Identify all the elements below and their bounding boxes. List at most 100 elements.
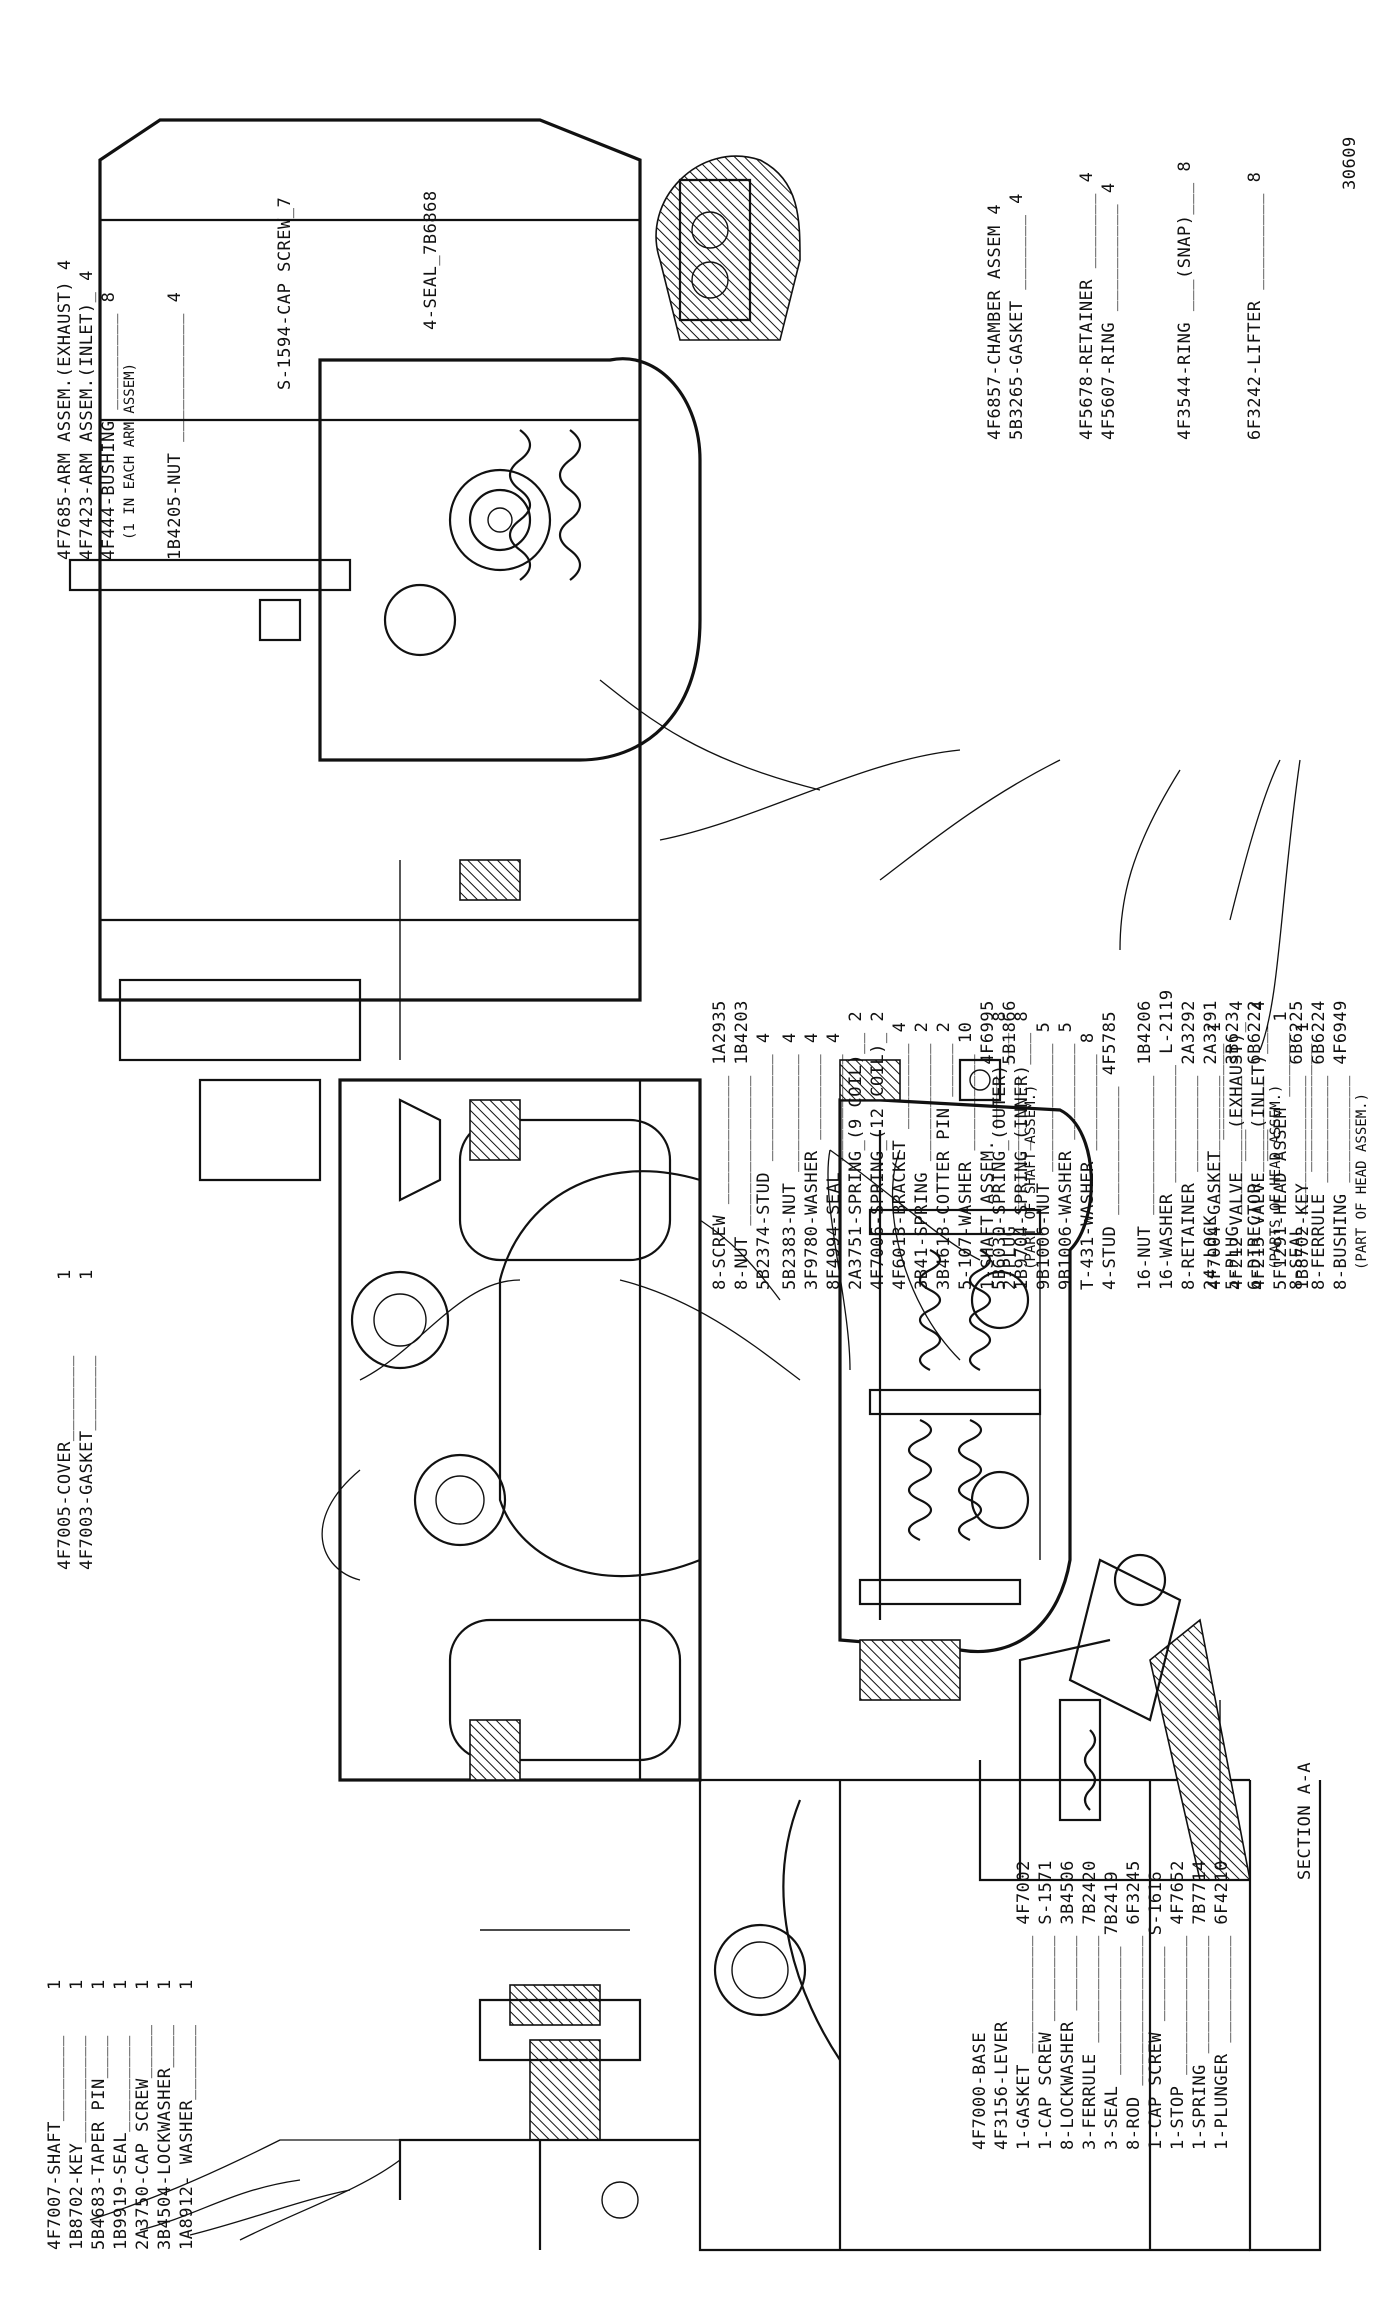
label-director-6b6222: 6-DIRECTOR _________ 6B6222 xyxy=(1245,1000,1265,1290)
leader-lines xyxy=(89,679,1301,2241)
label-cap-screw-s1594: S-1594-CAP SCREW_7 xyxy=(275,197,295,390)
label-cap-screw-s1616: 1-CAP SCREW _______ S-1616 xyxy=(1146,1871,1166,2150)
label-cap-screw: 2A3750-CAP SCREW_____ xyxy=(133,2024,153,2250)
figure-number: 30609 xyxy=(1340,136,1360,190)
label-plunger-6f4210: 1-PLUNGER __________ 6F4210 xyxy=(1212,1860,1232,2150)
group-right-bottom-labels: 4F6857-CHAMBER ASSEM 4 5B3265-GASKET ___… xyxy=(985,161,1265,440)
label-washer-t431: T-431-WASHER _________ 8 xyxy=(1078,1032,1098,1290)
label-nut-1b4203: 8-NUT ______________ 1B4203 xyxy=(732,1000,752,1290)
label-washer-3f9780: 3F9780-WASHER ________ 4 xyxy=(802,1032,822,1290)
count-cap-screw: 1 xyxy=(133,1979,153,1990)
label-rod-6f3245: 8-ROD ______________ 6F3245 xyxy=(1124,1860,1144,2150)
label-bushing-4f444: 4F444-BUSHING _________ 8 xyxy=(99,292,119,560)
note-one-each-arm-assem: (1 IN EACH ARM ASSEM) xyxy=(122,363,138,540)
label-spring-2a3751: 2A3751-SPRING_(9 COIL)__ 2 xyxy=(846,1011,866,1290)
label-cotter-pin-3b4618: 3B4618-COTTER PIN _____ 2 xyxy=(934,1022,954,1290)
label-plug-3b623: 5-PLUG _____________ 3B623 xyxy=(1223,1011,1243,1290)
note-part-of-shaft-assem: (PART OF SHAFT ASSEM.) xyxy=(1023,1085,1039,1270)
label-shaft-assem-4f6995: 1-SHAFT ASSEM. _____ 4F6995 xyxy=(978,1000,998,1290)
label-seal-7b6868: 4-SEAL_7B6868 xyxy=(421,190,441,330)
group-top-left-labels: 4F7007-SHAFT________ 1B8702-KEY_________… xyxy=(45,1979,197,2250)
right-lifter-assembly xyxy=(68,118,801,1202)
group-center-b-labels: 5B2383-NUT ___________ 4 3F9780-WASHER _… xyxy=(780,1000,1039,1290)
label-nut-5b2383: 5B2383-NUT ___________ 4 xyxy=(780,1032,800,1290)
label-gasket-5b3265: 5B3265-GASKET _______ 4 xyxy=(1007,193,1027,440)
label-layer: 4F7007-SHAFT________ 1B8702-KEY_________… xyxy=(45,136,1370,2250)
group-right-top-labels: 4F7685-ARM ASSEM.(EXHAUST) 4 4F7423-ARM … xyxy=(55,259,185,560)
label-gasket-4f7002: 1-GASKET ___________ 4F7002 xyxy=(1014,1860,1034,2150)
label-seal-8f4994: 8F4994-SEAL __________ 4 xyxy=(824,1032,844,1290)
label-stud-4f5785: 4-STUD ____________ 4F5785 xyxy=(1100,1011,1120,1290)
label-nut-1b4205: 1B4205-NUT ____________ 4 xyxy=(165,292,185,560)
label-spring-7b7714: 1-SPRING ___________ 7B7714 xyxy=(1190,1860,1210,2150)
label-bracket-4f6013: 4F6013-BRACKET ________ 4 xyxy=(890,1022,910,1290)
label-seal-7b2419: 3-SEAL ____________ 7B2419 xyxy=(1102,1871,1122,2150)
group-cover-labels: 4F7005-COVER________ 4F7003-GASKET______… xyxy=(55,1269,97,1570)
section-a-a-title: SECTION A-A xyxy=(1295,1762,1315,1880)
label-bushing-4f6949: 8-BUSHING __________ 4F6949 xyxy=(1331,1000,1351,1290)
label-lifter-6f3242: 6F3242-LIFTER _________ 8 xyxy=(1245,172,1265,440)
group-center-c-labels: 5B6030-SPRING_(OUTER)___ 8 1B9704-SPRING… xyxy=(990,1011,1120,1290)
valve-spring xyxy=(907,1249,992,1542)
label-key: 1B8702-KEY__________ xyxy=(67,2035,87,2250)
label-stop-4f7652: 1-STOP _____________ 4F7652 xyxy=(1168,1860,1188,2150)
label-seal-6b6225: 8-SEAL _____________ 6B6225 xyxy=(1287,1000,1307,1290)
label-head-assem-5f1291: 5F1291-HEAD ASSEM ______ 1 xyxy=(1271,1011,1291,1290)
label-gasket: 4F7003-GASKET_______ xyxy=(77,1355,97,1570)
label-nut-1b4206: 16-NUT _____________ 1B4206 xyxy=(1135,1000,1155,1290)
label-lockwasher-3b4506: 8-LOCKWASHER _______ 3B4506 xyxy=(1058,1860,1078,2150)
label-chamber-assem-4f6857: 4F6857-CHAMBER ASSEM 4 xyxy=(985,204,1005,440)
label-arm-assem-exhaust: 4F7685-ARM ASSEM.(EXHAUST) 4 xyxy=(55,259,75,560)
label-stud-5b2374: 5B2374-STUD __________ 4 xyxy=(754,1032,774,1290)
count-lockwasher: 1 xyxy=(155,1979,175,1990)
label-spring-inner-1b9704: 1B9704-SPRING_(INNER)___ 8 xyxy=(1012,1011,1032,1290)
count-gasket: 1 xyxy=(77,1269,97,1280)
group-center-e-labels: 4F7004-GASKET _________ 1 4F212-VALVE __… xyxy=(1205,1000,1313,1290)
count-washer: 1 xyxy=(177,1979,197,1990)
group-center-a-labels: 8-SCREW ____________ 1A2935 8-NUT ______… xyxy=(710,1000,774,1290)
count-seal: 1 xyxy=(111,1979,131,1990)
label-washer-l2119: 16-WASHER ___________ L-2119 xyxy=(1157,989,1177,1290)
label-valve-inlet-4f213: 4F213-VALVE ___(INLET)___ 4 xyxy=(1249,1000,1269,1290)
count-shaft: 1 xyxy=(45,1979,65,1990)
label-nut-9b1006: 9B1006-NUT ____________ 5 xyxy=(1034,1022,1054,1290)
note-parts-of-head-assem: (PARTS OF HEAD ASSEM.) xyxy=(1268,1085,1284,1270)
label-seal: 1B9919-SEAL_________ xyxy=(111,2035,131,2250)
valve-rocker-assembly xyxy=(838,1058,1093,1701)
label-cover: 4F7005-COVER________ xyxy=(55,1355,75,1570)
drawing-layer xyxy=(68,118,1322,2252)
label-key-1b8702: 1B8702-KEY ____________ 1 xyxy=(1293,1022,1313,1290)
label-washer: 1A8912- WASHER_______ xyxy=(177,2024,197,2250)
label-lockwasher: 3B4504-LOCKWASHER____ xyxy=(155,2024,175,2250)
label-retainer-2a3292: 8-RETAINER _________ 2A3292 xyxy=(1179,1000,1199,1290)
label-retainer-4f5678: 4F5678-RETAINER _______ 4 xyxy=(1077,172,1097,440)
label-screw-1a2935: 8-SCREW ____________ 1A2935 xyxy=(710,1000,730,1290)
label-base: 4F7000-BASE xyxy=(970,2032,990,2150)
label-washer-5-107: 5-107-WASHER _________ 10 xyxy=(956,1022,976,1290)
label-spring-4f7006: 4F7006-SPRING_(12 COIL)_ 2 xyxy=(868,1011,888,1290)
label-spring-outer-5b6030: 5B6030-SPRING_(OUTER)___ 8 xyxy=(990,1011,1010,1290)
label-spring-3b41: 3B41-SPRING ___________ 2 xyxy=(912,1022,932,1290)
cylinder-head-block xyxy=(338,1078,702,1782)
label-valve-exhaust-4f212: 4F212-VALVE ___(EXHAUST)_ 4 xyxy=(1227,1000,1247,1290)
base-fragment-left xyxy=(398,1778,1322,2252)
label-ring-4f5607: 4F5607-RING __________ 4 xyxy=(1099,182,1119,440)
label-arm-assem-inlet: 4F7423-ARM ASSEM.(INLET)_ 4 xyxy=(77,270,97,560)
count-cover: 1 xyxy=(55,1269,75,1280)
label-shaft: 4F7007-SHAFT________ xyxy=(45,2035,65,2250)
section-a-a-inset xyxy=(978,1553,1251,1882)
count-key: 1 xyxy=(67,1979,87,1990)
group-right-mid-labels: S-1594-CAP SCREW_7 4-SEAL_7B6868 xyxy=(275,190,441,390)
label-lever: 4F3156-LEVER xyxy=(992,2021,1012,2150)
label-plug-5b1866: 2-PLUG _____________ 5B1866 xyxy=(1000,1000,1020,1290)
note-part-of-head-assem: (PART OF HEAD ASSEM.) xyxy=(1354,1093,1370,1270)
group-bottom-left-labels: 4F7000-BASE 4F3156-LEVER 1-GASKET ______… xyxy=(970,1860,1232,2150)
group-center-d-labels: 16-NUT _____________ 1B4206 16-WASHER __… xyxy=(1135,989,1370,1290)
label-washer-9b1006: 9B1006-WASHER _________ 5 xyxy=(1056,1022,1076,1290)
label-gasket-4f7004: 4F7004-GASKET _________ 1 xyxy=(1205,1022,1225,1290)
label-cap-screw-s1571: 1-CAP SCREW ________ S-1571 xyxy=(1036,1860,1056,2150)
count-taper-pin: 1 xyxy=(89,1979,109,1990)
label-lock-2a3291: 24-LOCK ____________ 2A3291 xyxy=(1201,1000,1221,1290)
label-ferrule-6b6224: 8-FERRULE __________ 6B6224 xyxy=(1309,1000,1329,1290)
